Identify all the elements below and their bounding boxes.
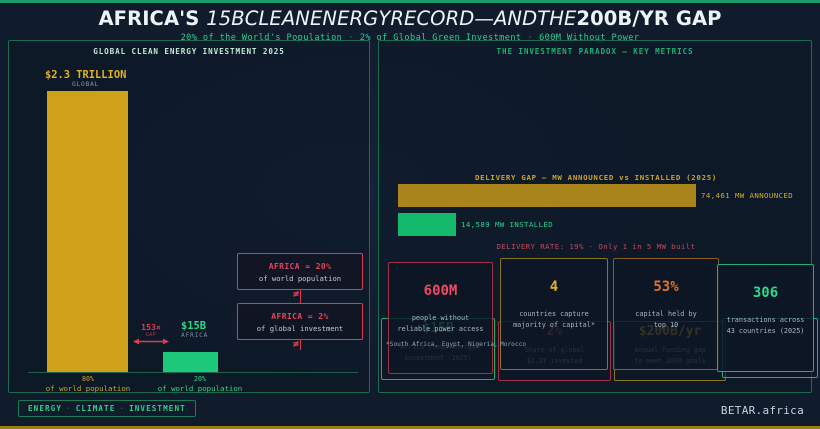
not-equal-icon: ≠ (293, 339, 300, 350)
subtitle-separator-icon: · (527, 33, 534, 43)
annotation-population: AFRICA = 20% of world population (237, 253, 363, 290)
subtitle-part-3: 600M Without Power (539, 33, 640, 43)
metric-card-capital-concentration-desc: capital held by top 10 (635, 310, 697, 329)
right-panel-heading: THE INVESTMENT PARADOX — KEY METRICS (496, 47, 694, 56)
africa-investment-bar (163, 352, 218, 372)
metric-card-capital-concentration-value: 53% (653, 279, 679, 295)
announced-mw-label: 74,461 MW ANNOUNCED (701, 191, 794, 200)
subtitle-part-1: 20% of the World's Population (180, 33, 343, 43)
page-title: AFRICA'S 15BCLEANENERGYRECORD—ANDTHE200B… (0, 7, 820, 30)
bottom-accent-bar (0, 426, 820, 429)
metric-card-transactions-desc: transactions across 43 countries (2025) (726, 316, 805, 335)
footer-separator-icon: · (66, 404, 72, 413)
metric-card-countries-desc: countries capture majority of capital* (513, 310, 595, 329)
metric-card-countries: 4 countries capture majority of capital* (500, 258, 608, 370)
brand-wordmark: BETAR.africa (720, 404, 804, 417)
title-prefix: AFRICA'S (98, 7, 207, 30)
footnote-countries-right: Morocco (500, 341, 527, 348)
not-equal-icon: ≠ (293, 289, 300, 300)
page-subtitle: 20% of the World's Population · 2% of Glob… (0, 33, 820, 43)
footer-tag-investment: INVESTMENT (129, 404, 186, 413)
double-arrow-icon (133, 338, 169, 345)
delivery-rate-note: DELIVERY RATE: 19% · Only 1 in 5 MW buil… (496, 242, 696, 251)
metric-card-population-value: 600M (423, 283, 458, 299)
global-investment-value: $2.3 TRILLION (45, 69, 127, 81)
right-panel-body: DELIVERY GAP — MW ANNOUNCED vs INSTALLED… (379, 41, 813, 394)
metric-card-population-desc: people without reliable power access (397, 314, 484, 333)
title-math-span: 15BCLEANENERGYRECORD—ANDTHE (206, 7, 577, 30)
axis-tick-global-pct: 80% (82, 375, 94, 383)
subtitle-separator-icon: · (348, 33, 354, 43)
baseline-axis (28, 372, 358, 373)
annotation-investment: AFRICA = 2% of global investment (237, 303, 363, 340)
footer-tag-climate: CLIMATE (75, 404, 116, 413)
axis-tick-global-sub: of world population (45, 384, 131, 393)
gap-ratio-value: 153× (141, 322, 161, 332)
installed-mw-bar (398, 213, 456, 236)
footer-tag-energy: ENERGY (28, 404, 63, 413)
title-suffix: 200B/YR GAP (576, 7, 722, 30)
footer-tags: ENERGY·CLIMATE·INVESTMENT (18, 400, 196, 417)
footnote-countries-left: *South Africa, Egypt, Nigeria, (386, 341, 498, 348)
gap-ratio-marker: 153× GAP (131, 322, 171, 338)
axis-tick-africa: 20% of world population (140, 375, 260, 393)
metric-card-population: 600M people without reliable power acces… (388, 262, 493, 374)
axis-tick-africa-pct: 20% (194, 375, 206, 383)
gap-ratio-sublabel: GAP (145, 332, 157, 338)
africa-investment-value: $15B (181, 320, 207, 332)
annotation-investment-sub: of global investment (256, 324, 344, 333)
axis-tick-africa-sub: of world population (157, 384, 243, 393)
left-panel-heading: GLOBAL CLEAN ENERGY INVESTMENT 2025 (93, 47, 285, 56)
delivery-gap-heading: DELIVERY GAP — MW ANNOUNCED vs INSTALLED… (474, 173, 718, 182)
metric-card-transactions: 306 transactions across 43 countries (20… (717, 264, 814, 372)
annotation-population-sub: of world population (258, 274, 342, 283)
annotation-investment-title: AFRICA = 2% (271, 312, 329, 321)
annotation-connector (300, 340, 301, 350)
africa-investment-sublabel: AFRICA (181, 332, 209, 339)
installed-mw-label: 14,589 MW INSTALLED (461, 220, 554, 229)
global-investment-sublabel: GLOBAL (72, 81, 100, 88)
top-accent-bar (0, 0, 820, 3)
footer-separator-icon: · (119, 404, 126, 413)
metric-card-capital-concentration: 53% capital held by top 10 (613, 258, 719, 370)
announced-mw-bar (398, 184, 696, 207)
annotation-connector (300, 290, 301, 303)
global-investment-bar (47, 91, 128, 372)
metric-card-countries-value: 4 (549, 279, 559, 295)
annotation-population-title: AFRICA = 20% (268, 262, 332, 271)
subtitle-part-2: 2% of Global Green Investment (359, 33, 522, 43)
axis-tick-global: 80% of world population (28, 375, 148, 393)
metric-card-transactions-value: 306 (752, 285, 779, 301)
